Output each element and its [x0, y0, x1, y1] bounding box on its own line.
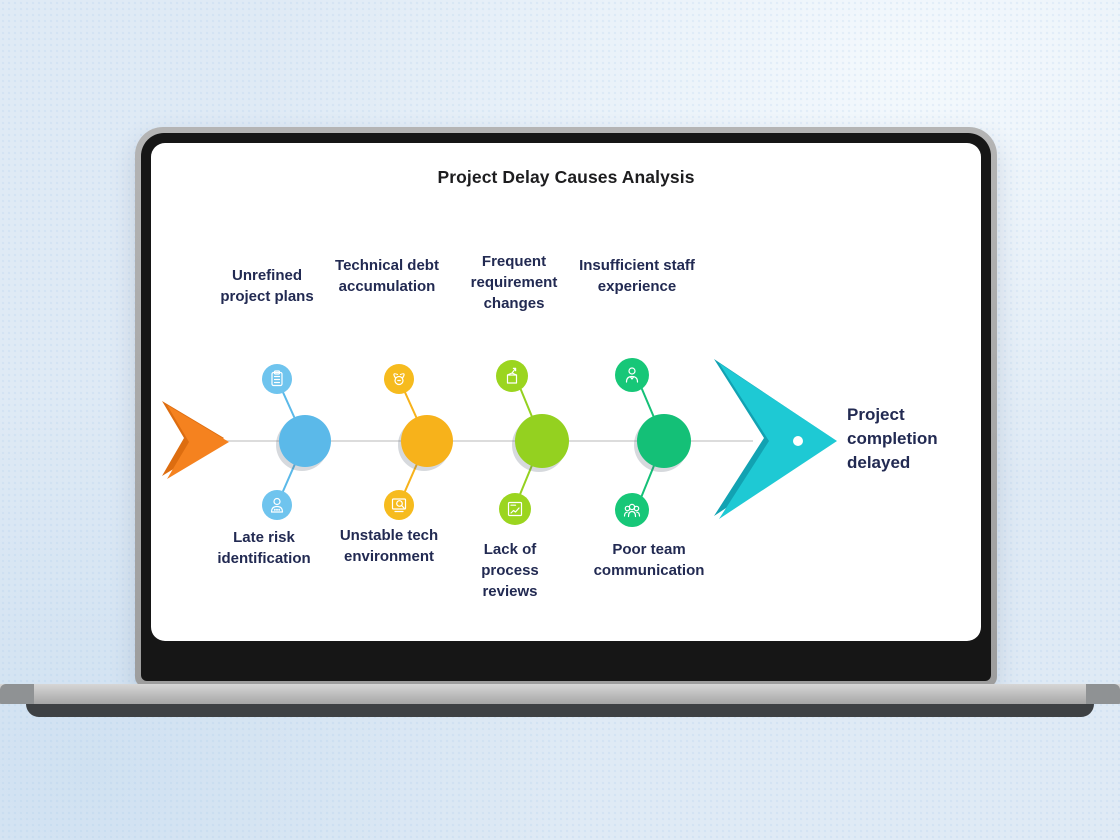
cause-node — [515, 414, 569, 468]
cause-label-late-risk-identification: Late risk identification — [217, 529, 311, 567]
cause-node — [637, 414, 691, 468]
cause-label-lack-of-process-reviews: Lack of process reviews — [481, 541, 539, 600]
fishbone-diagram — [162, 358, 837, 527]
cause-branch-3 — [496, 360, 569, 525]
laptop-base — [0, 684, 1120, 704]
cause-label-poor-team-communication: Poor team communication — [593, 541, 705, 579]
fish-tail-arrow-icon — [162, 401, 229, 479]
fish-head-arrow-icon — [714, 359, 837, 519]
laptop-mockup: Project Delay Causes Analysis Unrefined … — [135, 127, 997, 687]
cause-label-unstable-tech-environment: Unstable tech environment — [339, 527, 439, 565]
fish-eye — [793, 436, 803, 446]
laptop-base-shadow — [26, 704, 1094, 717]
package-launch-icon — [506, 367, 518, 384]
cause-node — [401, 415, 453, 467]
monitor-search-icon — [391, 498, 407, 513]
cause-node — [279, 415, 331, 467]
cause-branch-4 — [615, 358, 691, 527]
winged-money-icon — [393, 373, 405, 386]
cause-branch-2 — [384, 364, 453, 520]
cause-label-frequent-requirement-changes: Frequent requirement changes — [470, 253, 558, 312]
laptop-screen: Project Delay Causes Analysis Unrefined … — [151, 143, 981, 641]
chart-report-icon — [507, 501, 523, 517]
clipboard-icon — [271, 370, 283, 387]
cause-label-unrefined-project-plans: Unrefined project plans — [220, 267, 314, 305]
team-icon — [623, 503, 641, 518]
person-icon — [625, 367, 639, 383]
effect-label: Project completion delayed — [847, 405, 938, 472]
diagram-title: Project Delay Causes Analysis — [437, 167, 695, 187]
laptop-bezel: Project Delay Causes Analysis Unrefined … — [141, 133, 991, 681]
person-search-icon — [270, 497, 284, 513]
cause-branch-1 — [262, 364, 331, 520]
cause-label-insufficient-staff-experience: Insufficient staff experience — [579, 257, 695, 295]
cause-label-technical-debt-accumulation: Technical debt accumulation — [335, 257, 439, 295]
